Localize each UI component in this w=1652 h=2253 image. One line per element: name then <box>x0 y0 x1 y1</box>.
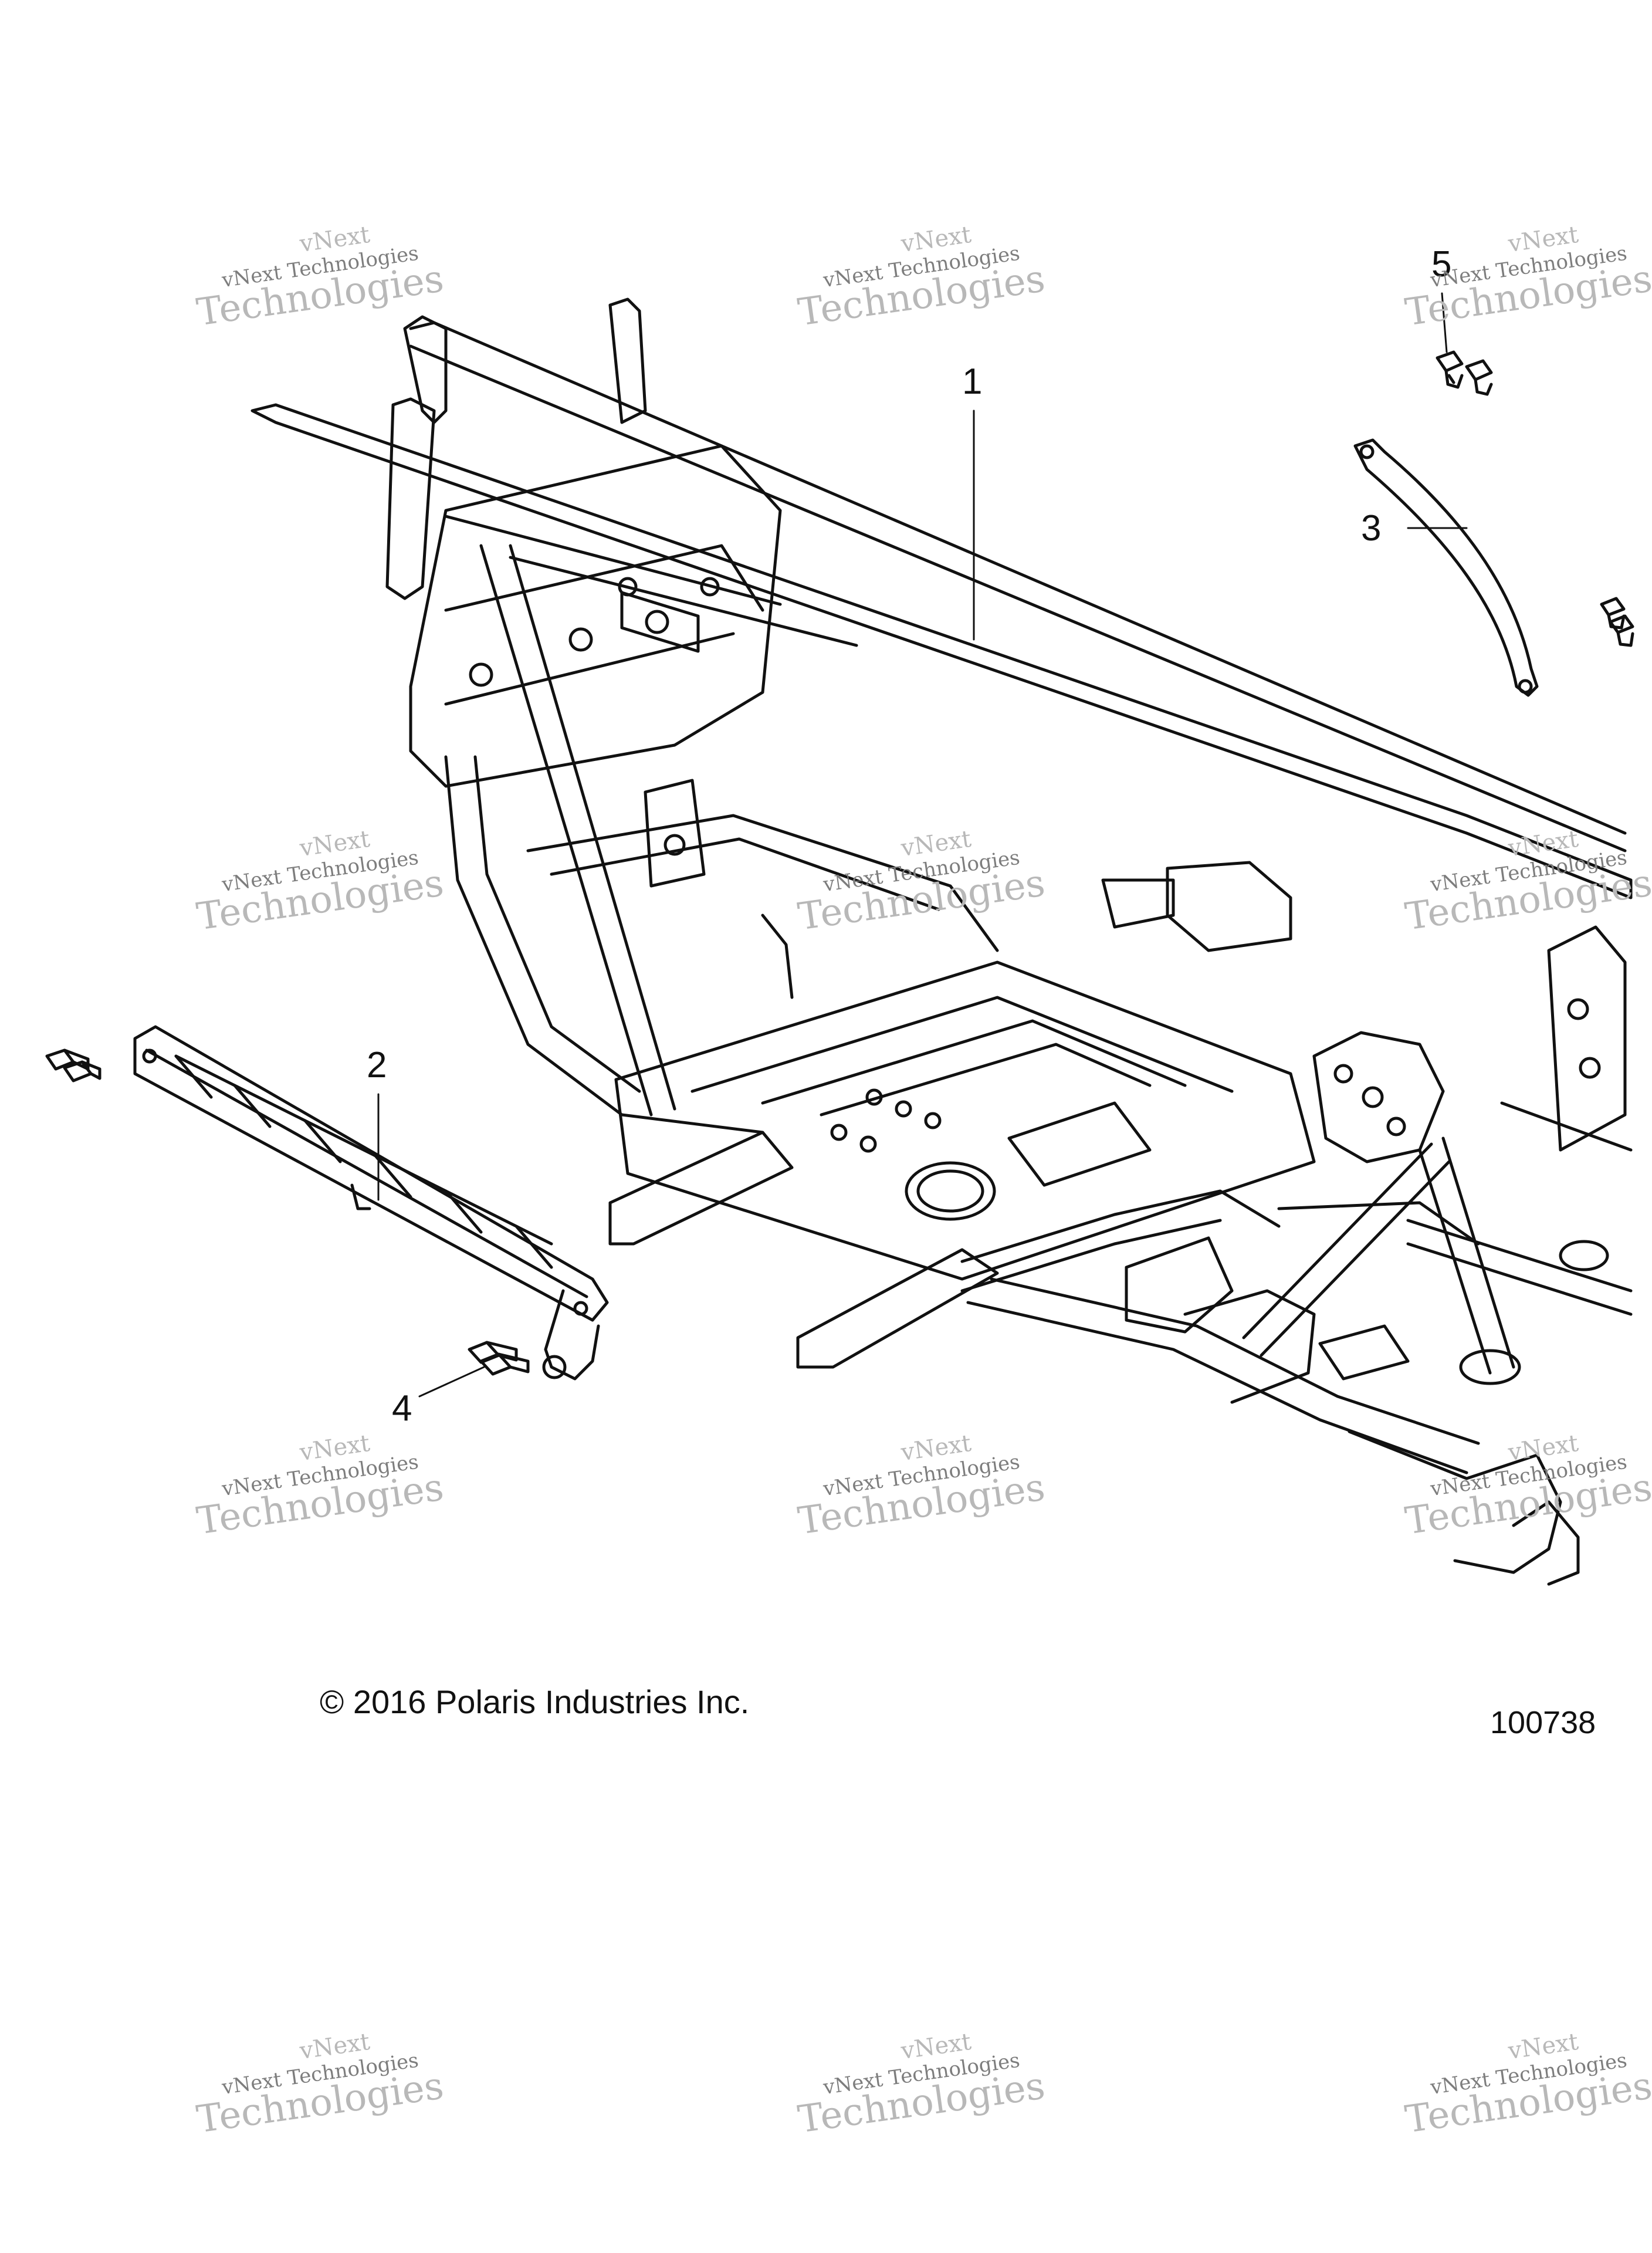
leader-5 <box>1441 292 1448 353</box>
leader-4 <box>418 1366 485 1398</box>
leader-lines <box>377 292 1468 1398</box>
bolts-part-4 <box>468 1341 530 1376</box>
callout-1: 1 <box>962 361 983 402</box>
main-frame-part-1 <box>250 297 1633 1586</box>
copyright-text: © 2016 Polaris Industries Inc. <box>320 1683 750 1720</box>
figure-number: 100738 <box>1490 1705 1596 1740</box>
callout-3: 3 <box>1361 508 1382 549</box>
callout-2: 2 <box>367 1045 387 1085</box>
callout-4: 4 <box>392 1388 412 1429</box>
bolts-left <box>45 1048 101 1082</box>
side-bar-part-2 <box>133 1025 609 1381</box>
curved-bracket-part-3 <box>1353 438 1539 697</box>
callout-5: 5 <box>1431 244 1452 285</box>
bolts-right <box>1600 597 1634 647</box>
bolts-part-5 <box>1436 350 1493 396</box>
